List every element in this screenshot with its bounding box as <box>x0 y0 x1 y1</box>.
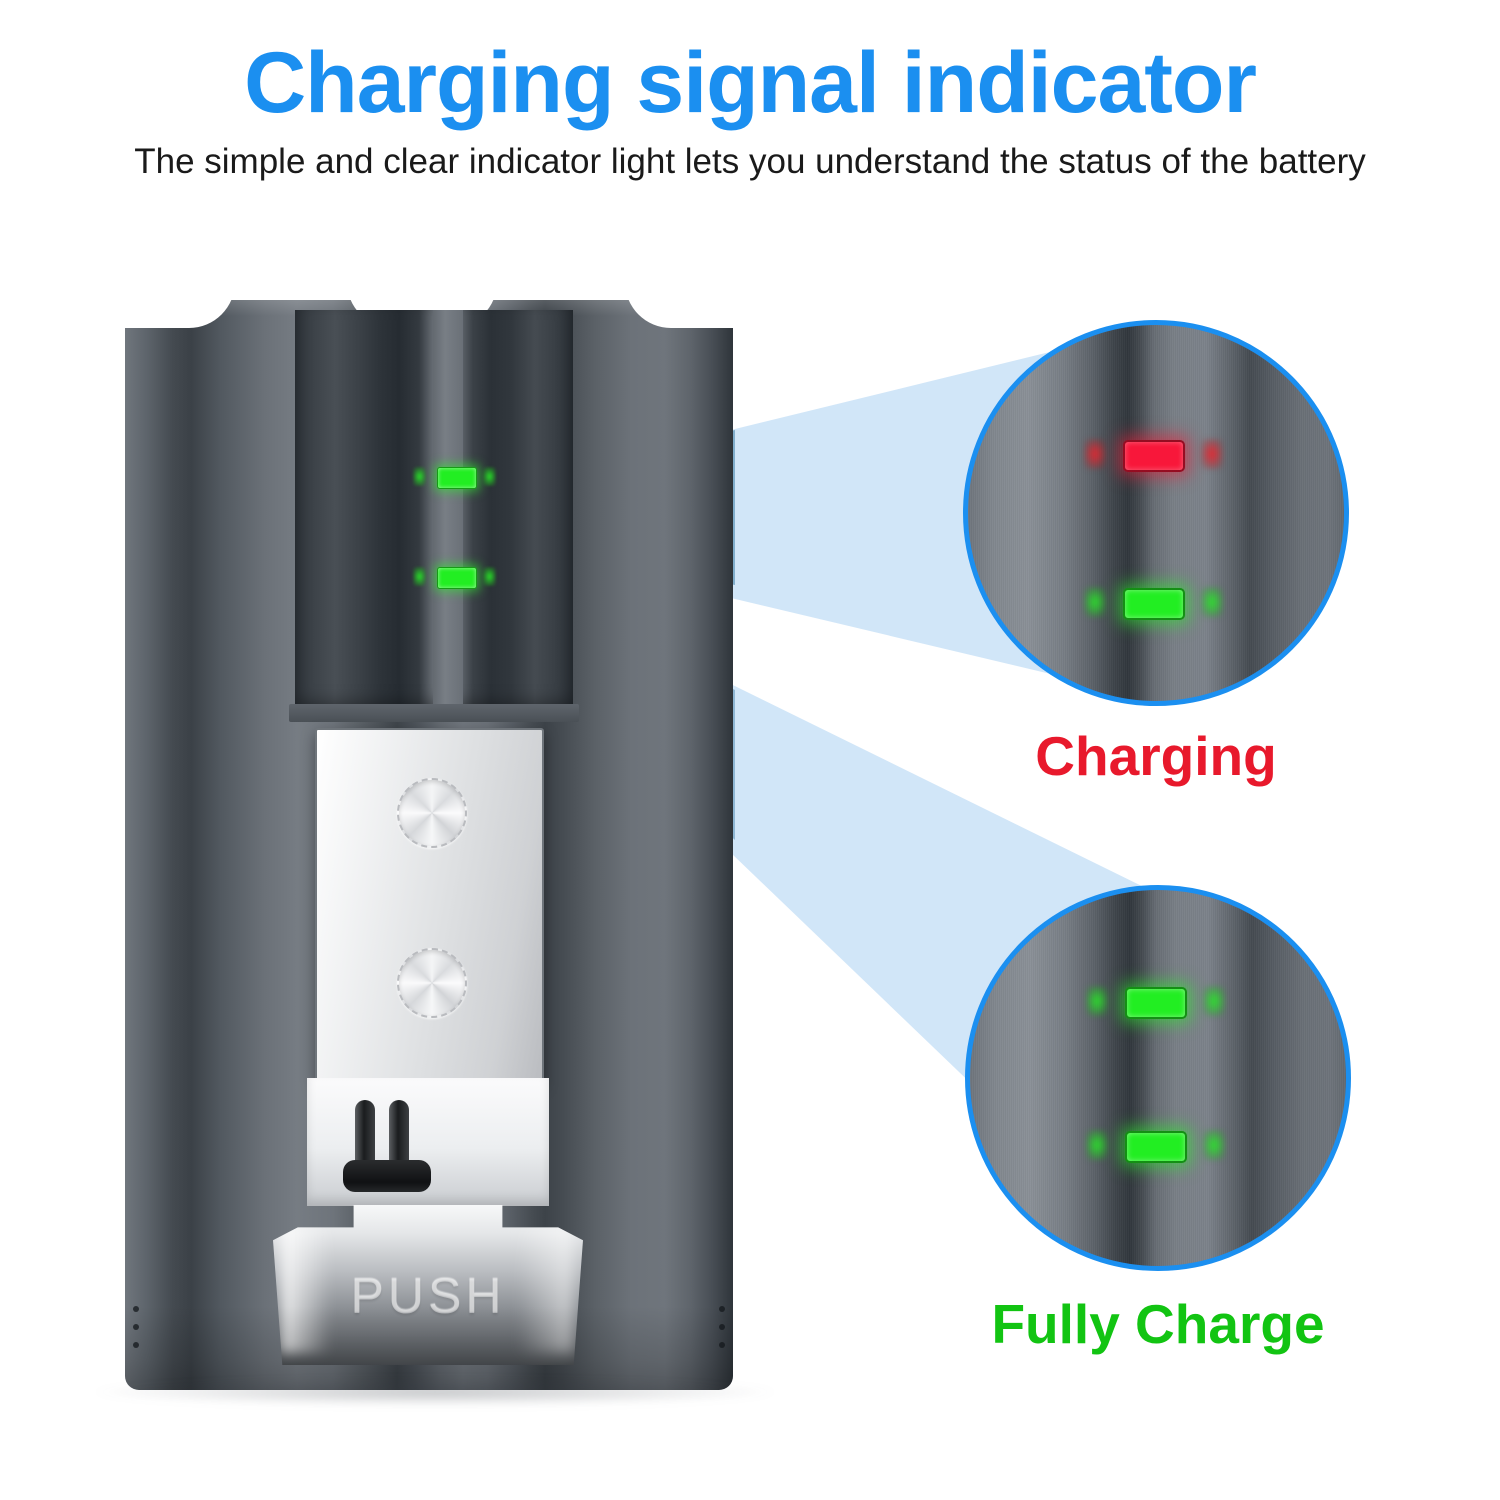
slot-center-rail <box>433 310 463 710</box>
callout-label-charging: Charging <box>1035 725 1277 787</box>
led-indicator-lower <box>437 567 477 589</box>
callout-texture-fully-charge <box>970 890 1346 1266</box>
page-title: Charging signal indicator <box>244 35 1257 131</box>
vent-holes-right <box>719 1306 725 1360</box>
push-tab-gloss-left <box>281 1223 331 1353</box>
callout-fc-led-glow-left-lower <box>1086 1130 1108 1160</box>
device-top-notch-right <box>625 282 795 328</box>
slot-lower-lip <box>289 704 579 722</box>
device-top-notch-left <box>65 282 235 328</box>
callout-led-glow-right-upper <box>1201 439 1223 469</box>
led-glow-left-upper <box>413 467 426 486</box>
vent-hole <box>133 1306 139 1312</box>
callout-fc-led-glow-left-upper <box>1086 986 1108 1016</box>
battery-face-plate <box>315 728 544 1082</box>
vent-hole <box>719 1324 725 1330</box>
callout-led-glow-left-upper <box>1084 439 1106 469</box>
vent-hole <box>719 1306 725 1312</box>
led-glow-right-upper <box>483 467 496 486</box>
callout-led-lower-fully-charge <box>1125 1131 1187 1163</box>
callout-label-fully-charge: Fully Charge <box>991 1293 1325 1355</box>
callout-charging <box>963 320 1349 706</box>
push-tab-gloss-right <box>517 1221 573 1353</box>
callout-led-glow-right-lower <box>1201 587 1223 617</box>
device-base-shading <box>125 1306 733 1390</box>
callout-led-glow-left-lower <box>1084 587 1106 617</box>
vent-hole <box>133 1342 139 1348</box>
contact-pad-upper <box>397 778 467 848</box>
callout-texture-charging <box>968 325 1344 701</box>
connector-prongs <box>341 1100 431 1208</box>
callout-led-upper-fully-charge <box>1125 987 1187 1019</box>
led-glow-right-lower <box>483 567 496 586</box>
prong-right <box>389 1100 409 1172</box>
led-glow-left-lower <box>413 567 426 586</box>
prong-left <box>355 1100 375 1172</box>
vent-holes-left <box>133 1306 139 1360</box>
callout-fc-led-glow-right-upper <box>1203 986 1225 1016</box>
callout-led-lower-charging <box>1123 588 1185 620</box>
contact-pad-lower <box>397 948 467 1018</box>
push-release-tab[interactable]: PUSH <box>273 1205 583 1365</box>
device-led-group <box>295 310 573 710</box>
callout-fully-charge <box>965 885 1351 1271</box>
callout-led-upper-charging <box>1123 440 1185 472</box>
device-floor-shadow <box>95 1378 775 1406</box>
charging-dock-device: PUSH <box>65 282 795 1390</box>
led-indicator-upper <box>437 467 477 489</box>
battery-slot-recess <box>295 310 573 710</box>
vent-hole <box>133 1324 139 1330</box>
vent-hole <box>719 1342 725 1348</box>
push-tab-label: PUSH <box>350 1268 506 1324</box>
callout-fc-led-glow-right-lower <box>1203 1130 1225 1160</box>
prong-base <box>343 1160 431 1192</box>
page-subtitle: The simple and clear indicator light let… <box>134 142 1366 181</box>
